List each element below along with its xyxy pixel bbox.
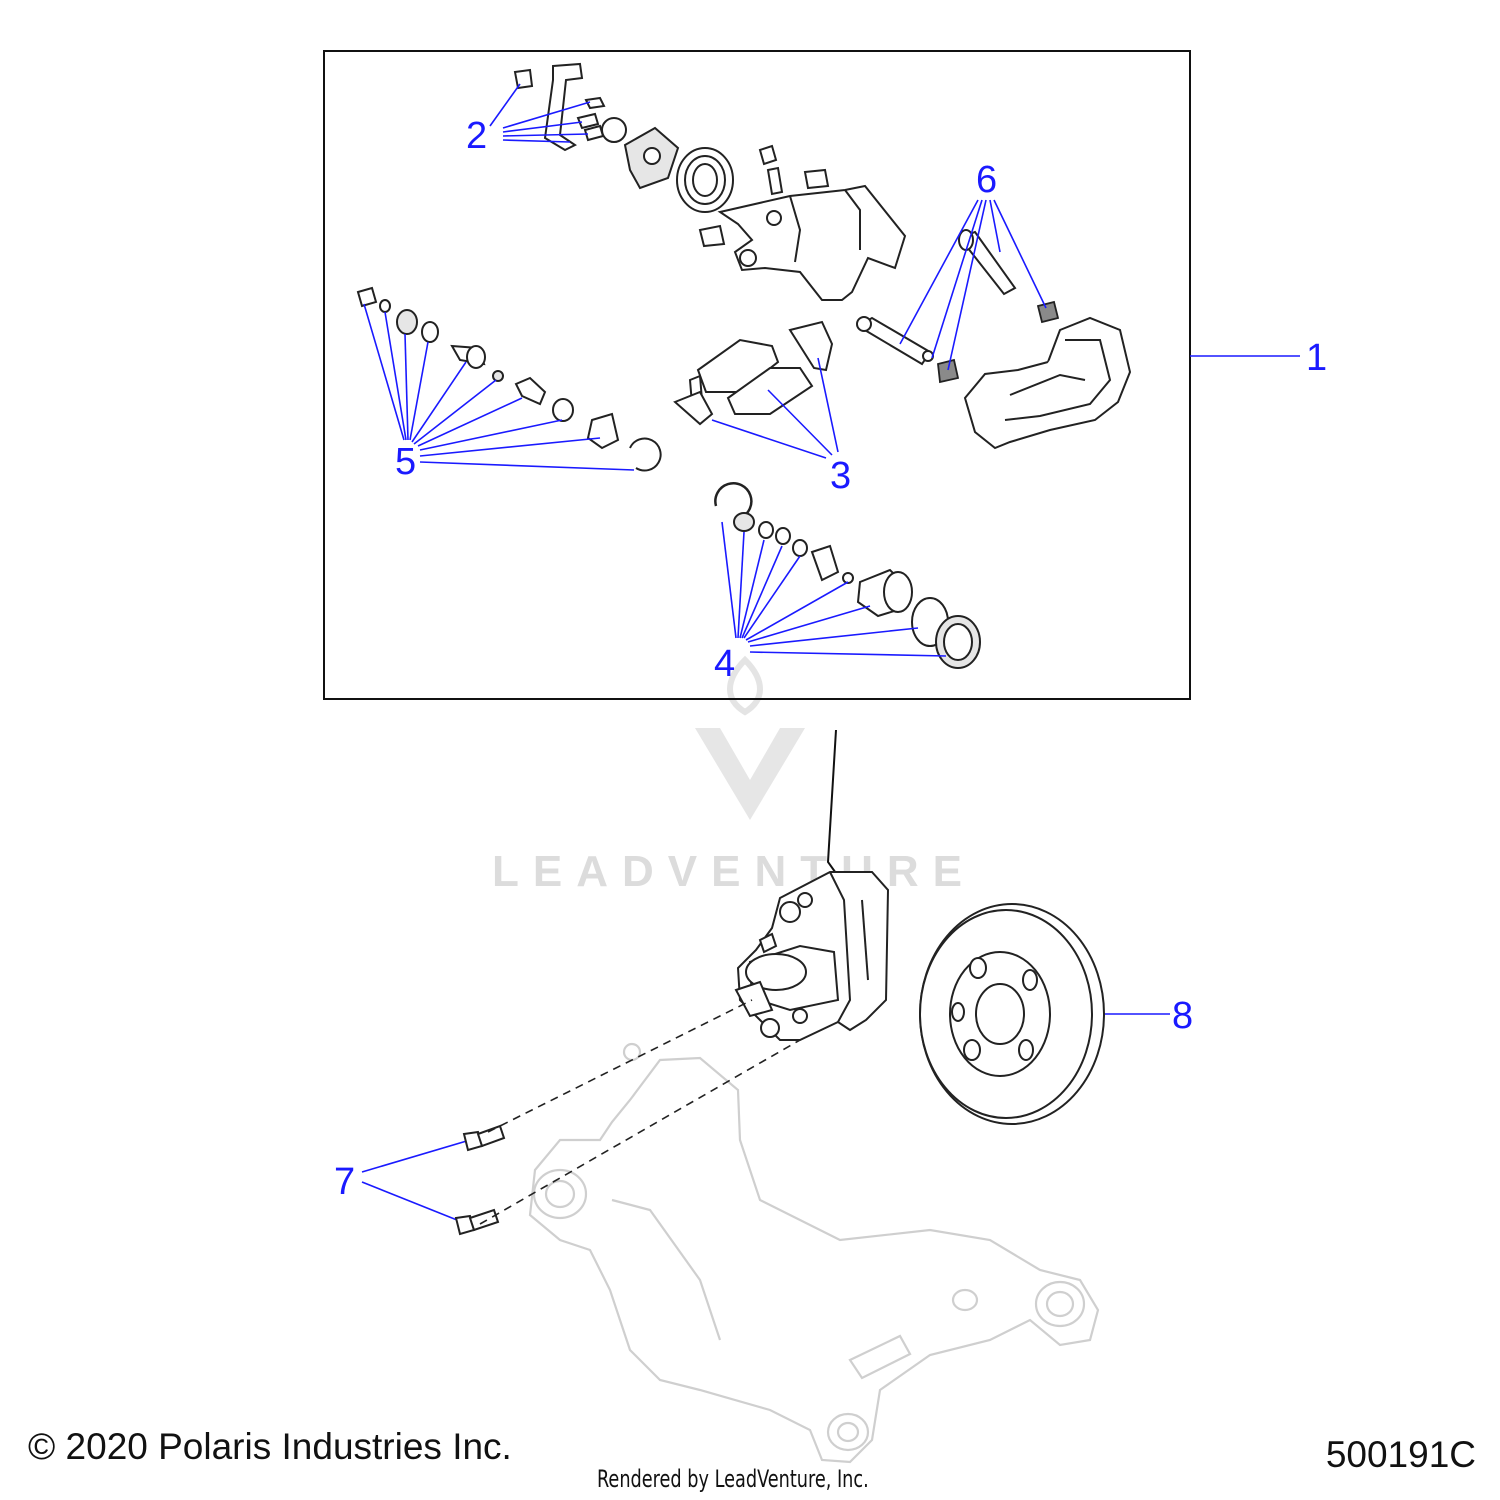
leader-lines xyxy=(361,83,1300,1223)
callout-7: 7 xyxy=(334,1161,355,1203)
parking-brake-group xyxy=(356,286,662,472)
watermark: LEADVENTURE xyxy=(492,655,976,896)
bracket-hardware-group xyxy=(513,62,784,213)
callout-1: 1 xyxy=(1306,337,1327,379)
callout-4: 4 xyxy=(714,643,735,685)
diagram-part-number: 500191C xyxy=(1325,1434,1476,1475)
callout-5: 5 xyxy=(395,441,416,483)
rendered-by-text: Rendered by LeadVenture, Inc. xyxy=(597,1465,869,1493)
callout-8: 8 xyxy=(1172,995,1193,1037)
copyright-text: © 2020 Polaris Industries Inc. xyxy=(28,1426,512,1467)
caliper-body xyxy=(698,168,907,301)
callouts: 1 2 3 4 5 6 7 8 xyxy=(334,115,1327,1203)
watermark-logo-icon xyxy=(695,728,805,820)
callout-6: 6 xyxy=(976,159,997,201)
callout-2: 2 xyxy=(466,115,487,157)
caliper-assembly xyxy=(734,871,890,1041)
brake-disc xyxy=(919,903,1105,1125)
caliper-kit-frame xyxy=(323,50,1191,700)
caliper-bracket xyxy=(963,316,1132,450)
alignment-lines xyxy=(479,999,801,1225)
slide-pin-group xyxy=(856,229,1060,384)
caliper-bolts xyxy=(454,1124,506,1236)
brake-pad-group xyxy=(673,320,834,426)
callout-3: 3 xyxy=(830,455,851,497)
piston-seal-group xyxy=(714,482,981,669)
watermark-text: LEADVENTURE xyxy=(492,847,976,896)
trailing-arm xyxy=(528,1042,1100,1464)
